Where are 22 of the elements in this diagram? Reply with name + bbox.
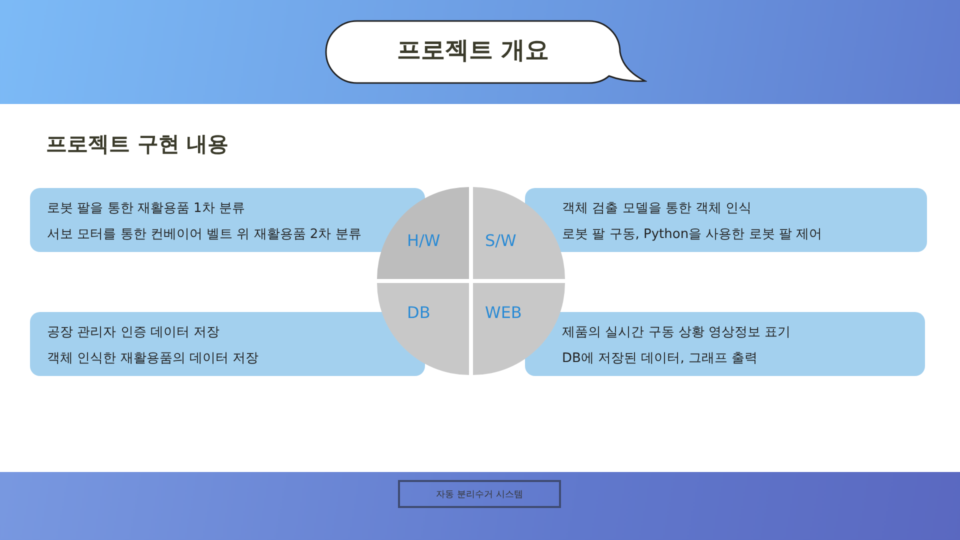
quadrant-label: WEB bbox=[485, 303, 522, 322]
footer-box bbox=[398, 480, 561, 508]
section-heading: 프로젝트 구현 내용 bbox=[46, 131, 229, 158]
bullet-text: 서보 모터를 통한 컨베이어 벨트 위 재활용품 2차 분류 bbox=[47, 226, 362, 243]
slide-title: 프로젝트 개요 bbox=[396, 35, 550, 66]
quadrant-label: H/W bbox=[407, 231, 440, 250]
content-band bbox=[525, 188, 927, 252]
bullet-text: DB에 저장된 데이터, 그래프 출력 bbox=[562, 350, 758, 367]
content-band bbox=[525, 312, 925, 376]
bullet-text: 객체 인식한 재활용품의 데이터 저장 bbox=[47, 350, 259, 367]
bullet-text: 제품의 실시간 구동 상황 영상정보 표기 bbox=[562, 324, 791, 341]
footer-text: 자동 분리수거 시스템 bbox=[435, 489, 524, 501]
quadrant-label: S/W bbox=[485, 231, 516, 250]
pie-quadrant bbox=[377, 283, 469, 375]
bullet-text: 공장 관리자 인증 데이터 저장 bbox=[47, 324, 220, 341]
speech-bubble bbox=[325, 20, 647, 84]
pie-quadrant bbox=[377, 187, 469, 279]
bullet-text: 로봇 팔 구동, Python을 사용한 로봇 팔 제어 bbox=[562, 226, 822, 243]
bullet-text: 객체 검출 모델을 통한 객체 인식 bbox=[562, 200, 752, 217]
bullet-text: 로봇 팔을 통한 재활용품 1차 분류 bbox=[47, 200, 245, 217]
pie-quadrant bbox=[473, 187, 565, 279]
quadrant-label: DB bbox=[407, 303, 430, 322]
